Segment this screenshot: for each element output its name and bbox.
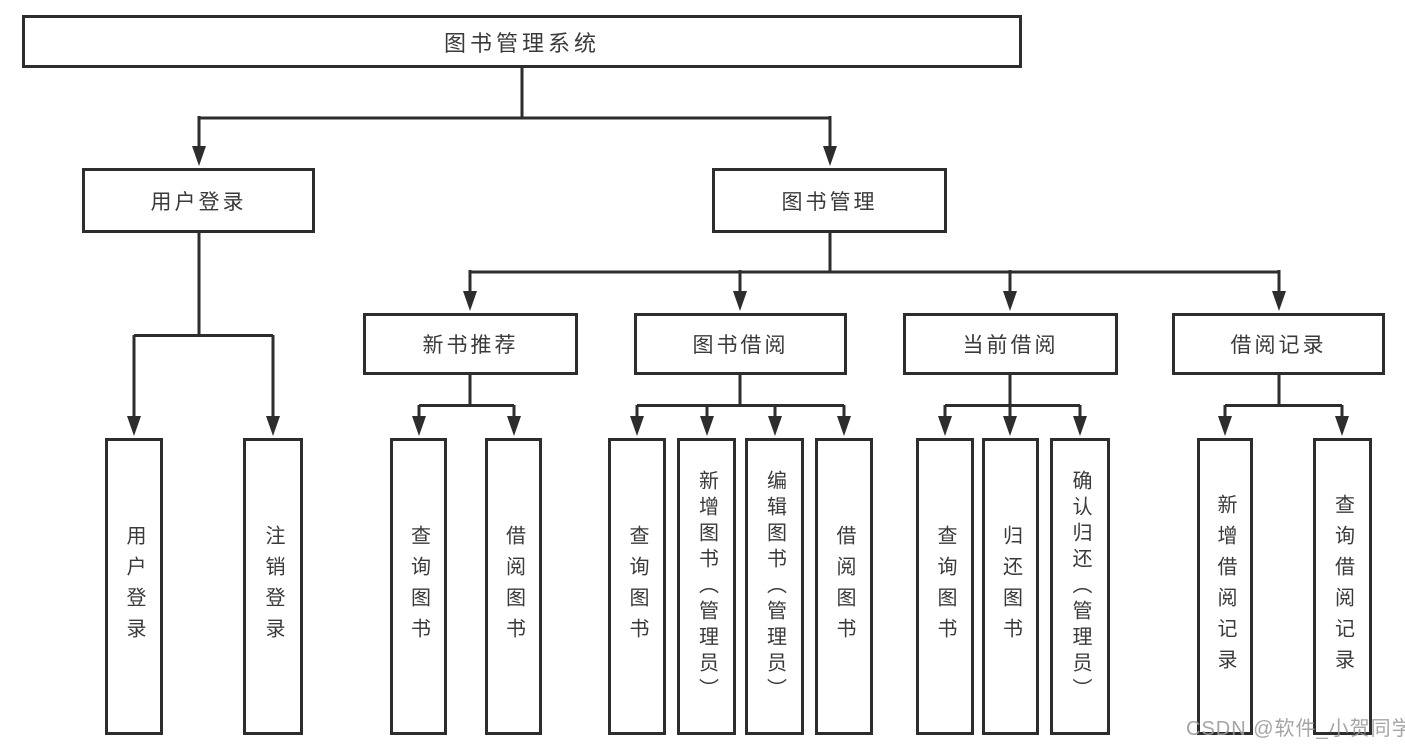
arrowhead-icons xyxy=(127,146,1349,436)
node-label: 借阅图书 xyxy=(502,524,525,649)
node-book-management: 图书管理 xyxy=(712,168,947,233)
node-borrow-records: 借阅记录 xyxy=(1172,313,1385,375)
node-label: 新书推荐 xyxy=(422,334,519,357)
node-label: 新增图书（管理员） xyxy=(695,469,718,704)
node-label: 归还图书 xyxy=(999,524,1022,649)
node-label: 查询图书 xyxy=(407,524,430,649)
leaf-query-books-1: 查询图书 xyxy=(390,438,447,735)
node-label: 查询图书 xyxy=(934,524,956,649)
leaf-query-borrow-record: 查询借阅记录 xyxy=(1313,438,1372,735)
node-label: 借阅图书 xyxy=(833,524,855,649)
node-book-borrowing: 图书借阅 xyxy=(634,313,847,375)
leaf-logout: 注销登录 xyxy=(243,438,303,735)
leaf-return-books: 归还图书 xyxy=(982,438,1039,735)
leaf-borrow-books-2: 借阅图书 xyxy=(815,438,873,735)
node-library-management-system: 图书管理系统 xyxy=(22,15,1022,68)
node-label: 当前借阅 xyxy=(962,334,1059,357)
leaf-edit-books-admin: 编辑图书（管理员） xyxy=(745,438,804,735)
leaf-confirm-return-admin: 确认归还（管理员） xyxy=(1050,438,1110,735)
csdn-watermark: CSDN @软件_小贺同学 xyxy=(1186,718,1405,740)
node-user-login: 用户登录 xyxy=(82,168,315,233)
leaf-add-borrow-record: 新增借阅记录 xyxy=(1197,438,1253,735)
node-label: 注销登录 xyxy=(262,524,284,649)
node-label: 借阅记录 xyxy=(1230,334,1327,357)
leaf-user-login: 用户登录 xyxy=(105,438,163,735)
node-label: 图书借阅 xyxy=(692,334,789,357)
node-label: 确认归还（管理员） xyxy=(1069,469,1091,704)
node-label: 编辑图书（管理员） xyxy=(763,469,786,704)
leaf-query-books-3: 查询图书 xyxy=(916,438,974,735)
node-label: 图书管理系统 xyxy=(443,30,600,56)
node-label: 新增借阅记录 xyxy=(1214,493,1236,680)
node-new-book-recommend: 新书推荐 xyxy=(363,313,578,375)
node-current-borrowing: 当前借阅 xyxy=(903,313,1118,375)
node-label: 用户登录 xyxy=(123,524,145,649)
leaf-borrow-books-1: 借阅图书 xyxy=(485,438,542,735)
node-label: 查询借阅记录 xyxy=(1331,493,1354,680)
leaf-query-books-2: 查询图书 xyxy=(608,438,666,735)
node-label: 图书管理 xyxy=(781,190,878,214)
leaf-add-books-admin: 新增图书（管理员） xyxy=(677,438,736,735)
node-label: 查询图书 xyxy=(626,524,648,649)
node-label: 用户登录 xyxy=(150,190,247,214)
